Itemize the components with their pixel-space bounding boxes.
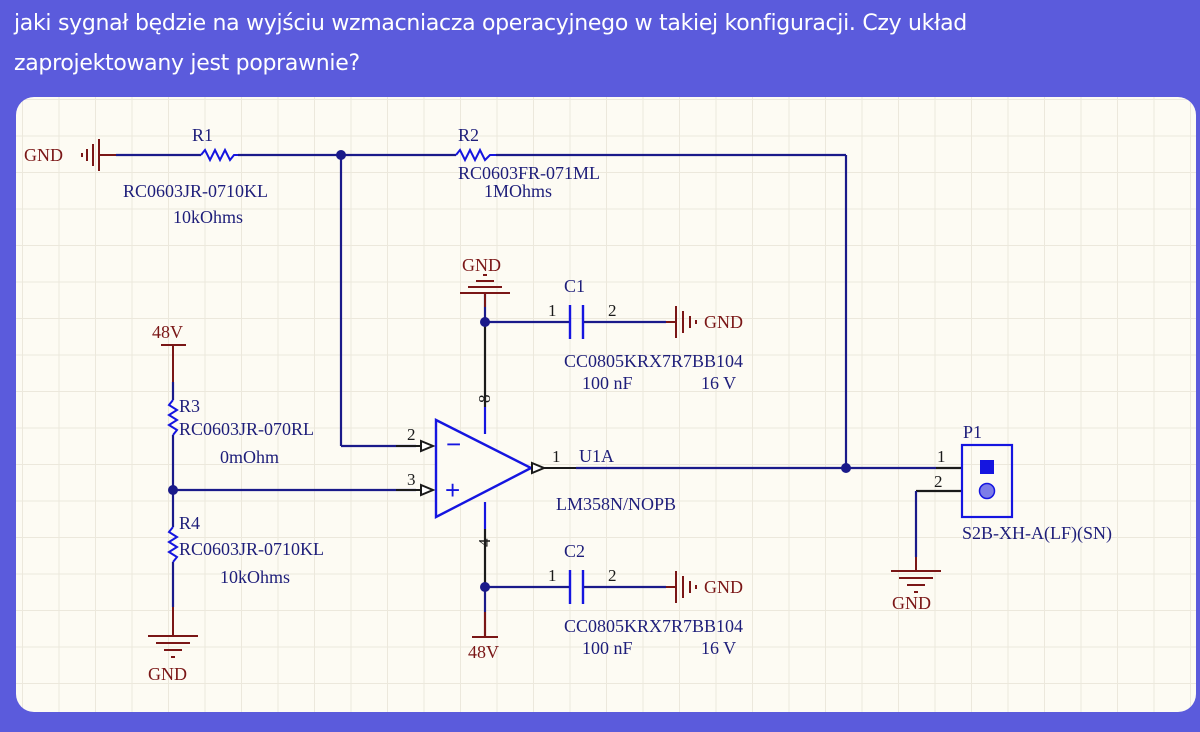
- r4-part: RC0603JR-0710KL: [179, 539, 324, 559]
- capacitor-c1: [568, 305, 585, 339]
- c2-pin2-number: 2: [608, 566, 617, 585]
- opamp-minus-sign: −: [446, 429, 461, 459]
- p1-pin1-number: 1: [937, 447, 946, 466]
- schematic-diagram: GND R1 RC0603JR-0710KL 10kOhms R2 RC0603…: [24, 125, 1112, 684]
- c2-part: CC0805KRX7R7BB104: [564, 616, 743, 636]
- opamp-input-pins: [396, 439, 436, 497]
- c2-value: 100 nF: [582, 638, 633, 658]
- opamp-ref: U1A: [579, 446, 614, 466]
- gnd-symbol-c1: [666, 306, 697, 338]
- opamp-body: [434, 418, 534, 519]
- gnd-symbol-bottom-left: [148, 607, 198, 658]
- opamp-output: [531, 461, 576, 475]
- c1-part: CC0805KRX7R7BB104: [564, 351, 743, 371]
- capacitor-c2: [568, 570, 585, 604]
- opamp-pin-out-number: 1: [552, 447, 561, 466]
- c1-value: 100 nF: [582, 373, 633, 393]
- question-text: jaki sygnał będzie na wyjściu wzmacniacz…: [14, 4, 1194, 84]
- opamp-pin-vminus-number: 4: [475, 538, 494, 547]
- schematic-canvas: GND R1 RC0603JR-0710KL 10kOhms R2 RC0603…: [16, 97, 1196, 712]
- c1-ref: C1: [564, 276, 585, 296]
- p1-pin2-number: 2: [934, 472, 943, 491]
- gnd-label-top: GND: [462, 255, 501, 275]
- gnd-label-bottom-left: GND: [148, 664, 187, 684]
- gnd-symbol-top: [460, 274, 510, 307]
- r2-ref: R2: [458, 125, 479, 145]
- supply-48v-symbol-left: [161, 344, 186, 382]
- junction-divider: [168, 485, 178, 495]
- resistor-r1: [200, 147, 238, 163]
- opamp-pin-inv-number: 2: [407, 425, 416, 444]
- gnd-symbol-p1: [891, 557, 941, 593]
- gnd-symbol-c2: [666, 571, 697, 603]
- r1-ref: R1: [192, 125, 213, 145]
- p1-part: S2B-XH-A(LF)(SN): [962, 523, 1112, 544]
- wire-top: [116, 153, 848, 468]
- p1-ref: P1: [963, 422, 982, 442]
- r4-value: 10kOhms: [220, 567, 290, 587]
- c1-pin1-number: 1: [548, 301, 557, 320]
- gnd-label-c2: GND: [704, 577, 743, 597]
- r3-ref: R3: [179, 396, 200, 416]
- gnd-symbol-left: [81, 139, 116, 171]
- c2-pin1-number: 1: [548, 566, 557, 585]
- opamp-pin-vplus-number: 8: [475, 395, 494, 404]
- r1-part: RC0603JR-0710KL: [123, 181, 268, 201]
- gnd-label-left: GND: [24, 145, 63, 165]
- wire-divider: [171, 382, 416, 607]
- r2-part: RC0603FR-071ML: [458, 163, 600, 183]
- question-line-2: zaprojektowany jest poprawnie?: [14, 51, 360, 76]
- r4-ref: R4: [179, 513, 200, 533]
- connector-p1-pin2-circle: [978, 482, 996, 500]
- connector-p1-body: [960, 443, 1014, 519]
- c2-ref: C2: [564, 541, 585, 561]
- resistor-r2: [455, 147, 496, 163]
- wire-feedback: [339, 155, 416, 448]
- r3-value: 0mOhm: [220, 447, 279, 467]
- resistor-r3: [167, 399, 179, 436]
- supply-48v-label-bottom: 48V: [468, 642, 499, 662]
- connector-p1-wiring: [846, 466, 961, 557]
- gnd-label-c1: GND: [704, 312, 743, 332]
- c1-voltage: 16 V: [701, 373, 736, 393]
- opamp-part: LM358N/NOPB: [556, 494, 676, 514]
- resistor-r4: [167, 526, 179, 563]
- connector-p1-pin1-square: [980, 460, 994, 474]
- supply-48v-label-left: 48V: [152, 322, 183, 342]
- question-line-1: jaki sygnał będzie na wyjściu wzmacniacz…: [14, 11, 967, 36]
- opamp-plus-sign: +: [445, 475, 460, 505]
- r3-part: RC0603JR-070RL: [179, 419, 314, 439]
- r2-value: 1MOhms: [484, 181, 552, 201]
- c1-pin2-number: 2: [608, 301, 617, 320]
- c2-voltage: 16 V: [701, 638, 736, 658]
- opamp-pin-noninv-number: 3: [407, 470, 416, 489]
- r1-value: 10kOhms: [173, 207, 243, 227]
- gnd-label-p1: GND: [892, 593, 931, 613]
